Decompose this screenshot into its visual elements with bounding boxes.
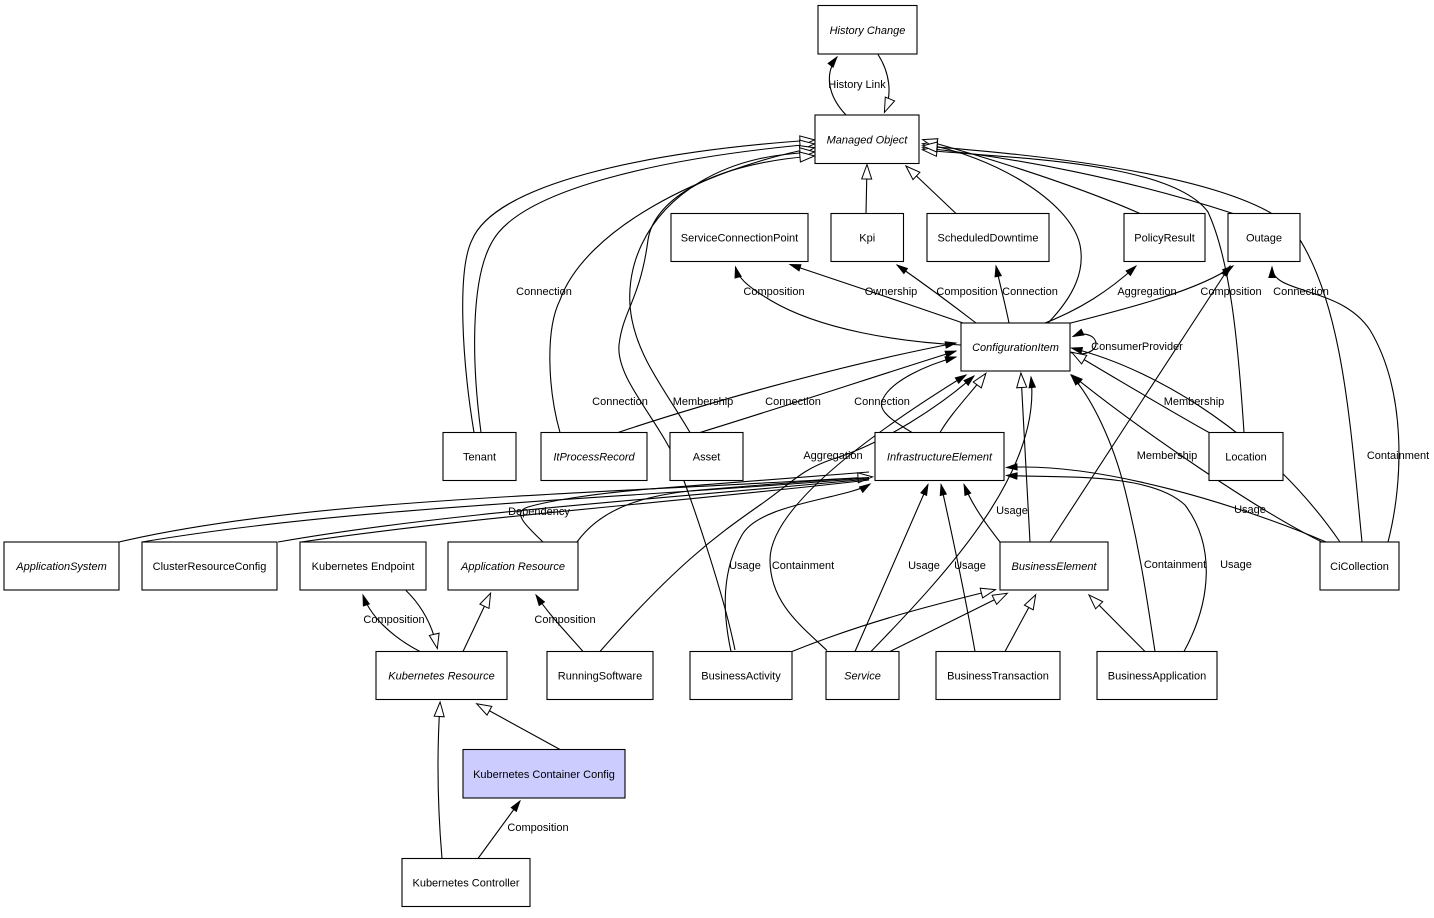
svg-text:Membership: Membership (1137, 450, 1198, 462)
svg-text:PolicyResult: PolicyResult (1134, 233, 1195, 245)
svg-text:CiCollection: CiCollection (1330, 561, 1389, 573)
svg-text:BusinessActivity: BusinessActivity (701, 671, 781, 683)
svg-text:Usage: Usage (996, 505, 1028, 517)
svg-text:Kubernetes Container Config: Kubernetes Container Config (473, 769, 615, 781)
svg-text:ItProcessRecord: ItProcessRecord (553, 452, 635, 464)
svg-text:Connection: Connection (765, 396, 821, 408)
svg-text:Kubernetes Resource: Kubernetes Resource (388, 671, 494, 683)
svg-text:BusinessApplication: BusinessApplication (1108, 671, 1206, 683)
svg-text:Usage: Usage (1220, 559, 1252, 571)
svg-text:Composition: Composition (534, 614, 595, 626)
svg-text:Aggregation: Aggregation (803, 450, 862, 462)
svg-text:Usage: Usage (908, 560, 940, 572)
svg-text:Connection: Connection (1273, 286, 1329, 298)
svg-text:Composition: Composition (743, 286, 804, 298)
svg-text:Aggregation: Aggregation (1117, 286, 1176, 298)
svg-text:Dependency: Dependency (508, 506, 570, 518)
svg-text:ScheduledDowntime: ScheduledDowntime (938, 233, 1039, 245)
svg-text:Connection: Connection (854, 396, 910, 408)
svg-text:Usage: Usage (954, 560, 986, 572)
svg-text:Composition: Composition (507, 822, 568, 834)
svg-text:Usage: Usage (729, 560, 761, 572)
svg-text:BusinessElement: BusinessElement (1012, 561, 1098, 573)
svg-text:Connection: Connection (516, 286, 572, 298)
svg-text:Managed Object: Managed Object (827, 134, 909, 146)
svg-text:Composition: Composition (936, 286, 997, 298)
svg-text:Kubernetes Controller: Kubernetes Controller (412, 878, 519, 890)
svg-text:Membership: Membership (673, 396, 734, 408)
svg-text:Usage: Usage (1234, 504, 1266, 516)
svg-text:Kpi: Kpi (859, 233, 875, 245)
svg-text:Kubernetes Endpoint: Kubernetes Endpoint (312, 561, 415, 573)
svg-text:BusinessTransaction: BusinessTransaction (947, 671, 1049, 683)
svg-text:Application Resource: Application Resource (460, 561, 565, 573)
svg-text:Service: Service (844, 671, 881, 683)
svg-text:Composition: Composition (363, 614, 424, 626)
svg-text:History Change: History Change (830, 25, 906, 37)
svg-text:ApplicationSystem: ApplicationSystem (15, 561, 107, 573)
svg-text:InfrastructureElement: InfrastructureElement (887, 452, 993, 464)
svg-text:Asset: Asset (693, 452, 721, 464)
svg-text:Tenant: Tenant (463, 452, 496, 464)
svg-text:Connection: Connection (1002, 286, 1058, 298)
svg-text:Location: Location (1225, 452, 1267, 464)
svg-text:ServiceConnectionPoint: ServiceConnectionPoint (681, 233, 798, 245)
svg-text:History Link: History Link (828, 79, 886, 91)
svg-text:Outage: Outage (1246, 233, 1282, 245)
svg-text:ClusterResourceConfig: ClusterResourceConfig (153, 561, 267, 573)
svg-text:Containment: Containment (772, 560, 834, 572)
svg-text:Containment: Containment (1367, 450, 1429, 462)
svg-text:Composition: Composition (1200, 286, 1261, 298)
svg-text:ConsumerProvider: ConsumerProvider (1091, 341, 1183, 353)
svg-text:ConfigurationItem: ConfigurationItem (972, 342, 1059, 354)
svg-text:RunningSoftware: RunningSoftware (558, 671, 642, 683)
svg-text:Membership: Membership (1164, 396, 1225, 408)
svg-text:Containment: Containment (1144, 559, 1206, 571)
svg-text:Ownership: Ownership (865, 286, 918, 298)
svg-text:Connection: Connection (592, 396, 648, 408)
